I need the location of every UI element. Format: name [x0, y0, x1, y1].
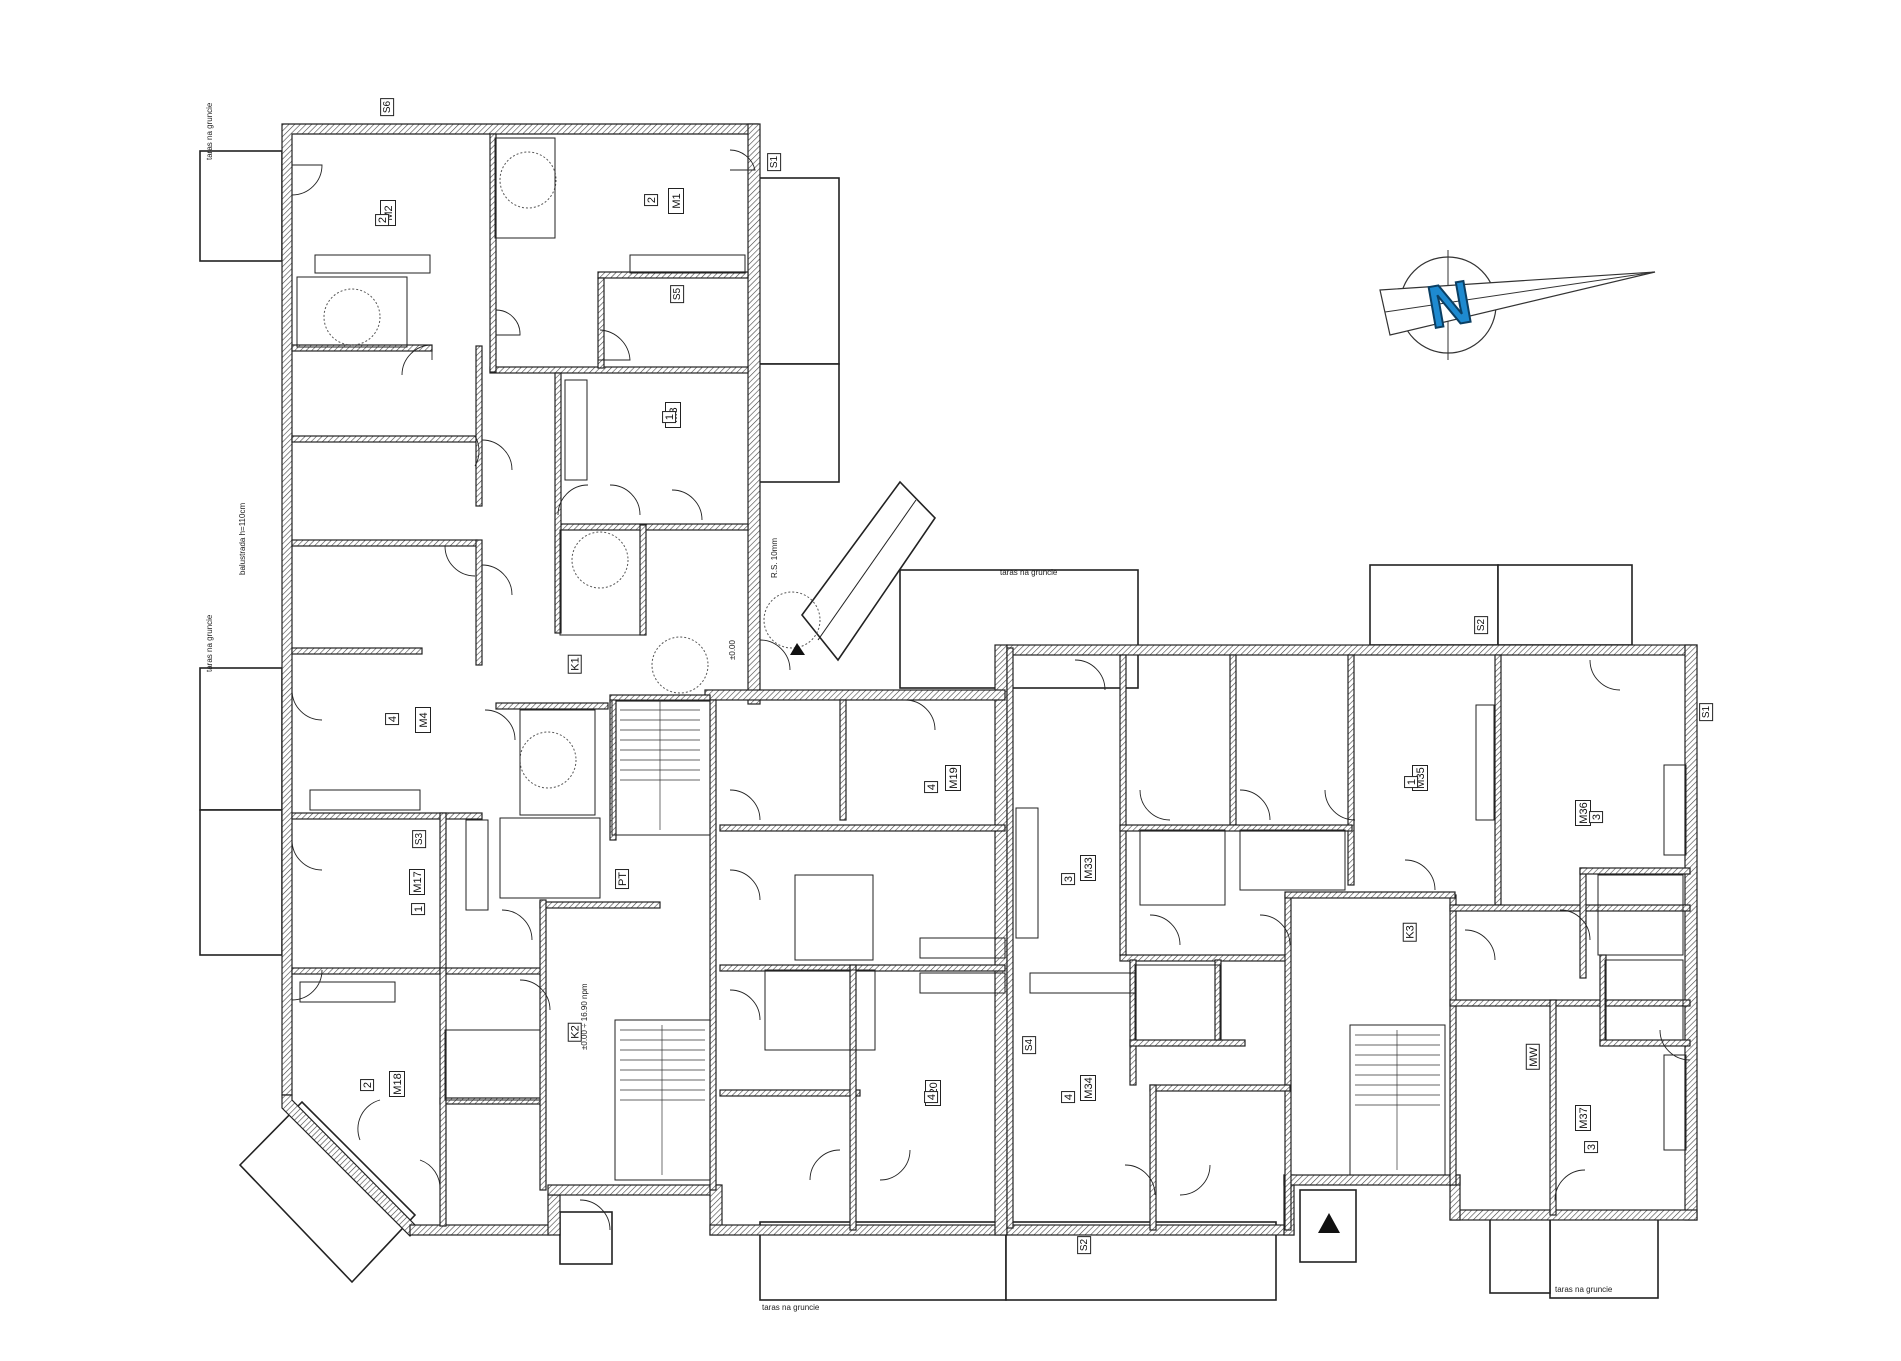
terrace-m37 — [1549, 1217, 1659, 1299]
kitchen-m17 — [465, 819, 489, 911]
rooms-m2: 2 — [375, 213, 390, 227]
ramp-note: R.S. 10mm — [770, 537, 779, 578]
interior-walls — [291, 133, 1691, 1231]
kitchen-m20 — [919, 972, 1006, 994]
kitchen-m18 — [299, 981, 396, 1003]
rooms-m37: 3 — [1584, 1140, 1599, 1154]
rooms-m33: 3 — [1061, 872, 1076, 886]
rooms-m19: 4 — [924, 780, 939, 794]
apt-tag-m33[interactable]: M33 — [1080, 855, 1096, 881]
stairwell-k3[interactable]: K3 — [1402, 922, 1417, 942]
rooms-m36: 3 — [1589, 810, 1604, 824]
terrace-note-1: taras na gruncie — [205, 102, 214, 160]
section-s2-bottom: S2 — [1077, 1235, 1092, 1255]
kitchen-m35 — [1475, 704, 1495, 821]
apt-tag-m19[interactable]: M19 — [945, 765, 961, 791]
terraces — [199, 150, 1659, 1301]
rooms-m20: 4 — [924, 1090, 939, 1104]
terrace-note-3: taras na gruncie — [1000, 568, 1058, 577]
terrace-m19 — [899, 569, 1139, 689]
apt-tag-m4[interactable]: M4 — [415, 707, 431, 733]
rooms-m34: 4 — [1061, 1090, 1076, 1104]
level-k2: ±0.00 ÷ 16.90 npm — [580, 983, 589, 1050]
kitchen-m4 — [309, 789, 421, 811]
kitchen-m2 — [314, 254, 431, 274]
rooms-m4: 4 — [385, 712, 400, 726]
section-s2-top: S2 — [1474, 615, 1489, 635]
section-s1-right: S1 — [1699, 702, 1714, 722]
terrace-m17 — [199, 809, 283, 956]
balustrade-note: balustrada h=110cm — [238, 502, 247, 575]
terrace-note-4: taras na gruncie — [762, 1303, 820, 1312]
kitchen-m33 — [1015, 807, 1039, 939]
terrace-note-5: taras na gruncie — [1555, 1285, 1613, 1294]
entry-step-k3 — [1299, 1189, 1357, 1263]
rooms-m35: 1 — [1404, 775, 1419, 789]
section-s1-left: S1 — [767, 152, 782, 172]
rooms-m17: 1 — [411, 902, 426, 916]
kitchen-m34 — [1029, 972, 1136, 994]
apt-tag-m17[interactable]: M17 — [409, 869, 425, 895]
terrace-m2 — [199, 150, 283, 262]
stairs — [611, 699, 1446, 1181]
kitchen-m36 — [1663, 764, 1687, 856]
apt-tag-m1[interactable]: M1 — [668, 188, 684, 214]
entrance-k1-marker — [790, 643, 805, 655]
kitchen-m19 — [919, 937, 1006, 959]
apt-tag-m18[interactable]: M18 — [389, 1071, 405, 1097]
apt-tag-m34[interactable]: M34 — [1080, 1075, 1096, 1101]
level-k1: ±0.00 — [728, 640, 737, 660]
terrace-m1 — [756, 177, 840, 365]
section-s4: S4 — [1022, 1035, 1037, 1055]
section-s6: S6 — [380, 97, 395, 117]
section-s3: S3 — [412, 829, 427, 849]
tag-pt: PT — [615, 868, 630, 890]
bathroom-fixtures — [296, 137, 1684, 1101]
apt-tag-m37[interactable]: M37 — [1575, 1105, 1591, 1131]
terrace-m36 — [1497, 564, 1633, 646]
terrace-note-2: taras na gruncie — [205, 614, 214, 672]
terrace-m3 — [756, 363, 840, 483]
rooms-m18: 2 — [360, 1078, 375, 1092]
kitchens — [299, 254, 1687, 1151]
north-compass — [1379, 250, 1656, 360]
doors — [291, 149, 1691, 1231]
terrace-m4 — [199, 667, 283, 811]
entry-step-right — [1489, 1217, 1551, 1294]
terrace-m18 — [238, 1100, 417, 1284]
rooms-m1: 2 — [644, 193, 659, 207]
section-s5: S5 — [670, 284, 685, 304]
kitchen-m3 — [564, 379, 588, 481]
entrance-k3-marker — [1318, 1213, 1340, 1233]
kitchen-m1 — [629, 254, 746, 274]
rooms-m3: 1 — [662, 410, 677, 424]
entry-step-k2 — [559, 1211, 613, 1265]
tag-mw: MW — [1525, 1044, 1540, 1070]
kitchen-m37 — [1663, 1054, 1687, 1151]
stairwell-k1[interactable]: K1 — [567, 654, 582, 674]
